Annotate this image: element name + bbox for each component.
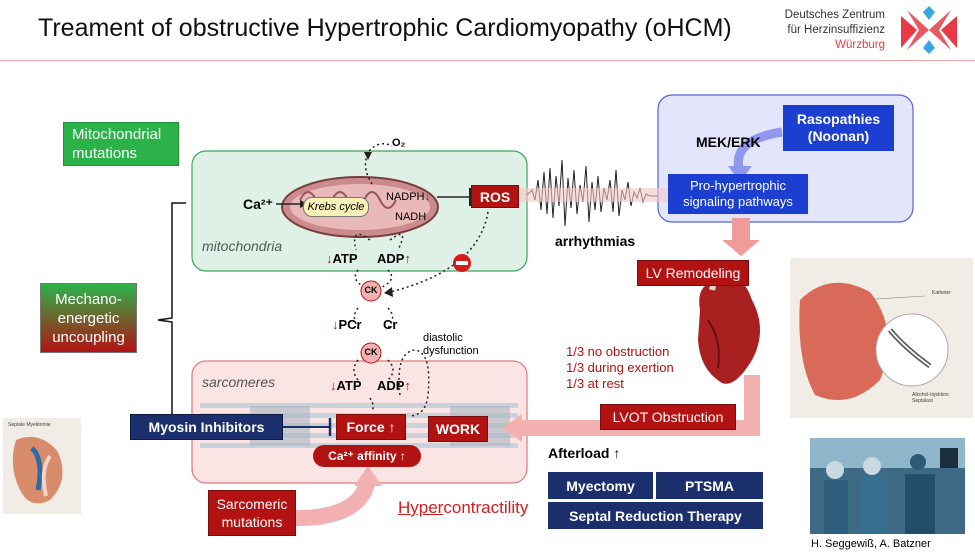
o2-label: O₂: [392, 137, 406, 149]
krebs-cycle-label: Krebs cycle: [303, 197, 369, 217]
afterload-label: Afterload ↑: [548, 445, 621, 461]
authors-credit: H. Seggewiß, A. Batzner: [811, 538, 931, 550]
nadph-label: NADPH↓: [386, 191, 430, 203]
septal-myectomy-image: [3, 418, 81, 514]
septal-reduction-box: Septal Reduction Therapy: [548, 502, 763, 529]
alkohol-caption: Alkohol-Injektion Septalast: [912, 392, 949, 404]
calcium-affinity-box: Ca²⁺ affinity ↑: [313, 445, 421, 467]
ros-signal-band: [520, 188, 668, 202]
up-arrow-icon: ↑: [404, 251, 411, 266]
bracket: [157, 202, 186, 438]
logo-line-2: für Herzinsuffizienz: [787, 24, 885, 36]
alcohol-septal-ablation-image: [790, 258, 973, 418]
pro-hypertrophic-box: Pro-hypertrophic signaling pathways: [668, 174, 808, 214]
calcium-label: Ca²⁺: [243, 196, 273, 212]
mitochondria-label: mitochondria: [202, 238, 283, 254]
ck-circle-upper: [360, 280, 382, 302]
nadph-text: NADPH: [386, 191, 425, 203]
logo-line-1: Deutsches Zentrum: [784, 9, 885, 21]
ck-lower-label: CK: [364, 347, 378, 357]
down-arrow-icon: ↓: [330, 378, 337, 393]
arrow-to-lv-remodeling: [732, 218, 750, 242]
up-arrow-icon: ↑: [404, 378, 411, 393]
atp-lower: ↓ATP: [330, 378, 362, 393]
cr-label: Cr: [383, 317, 398, 332]
myectomy-box: Myectomy: [548, 472, 653, 499]
lvot-obstruction-box: LVOT Obstruction: [600, 404, 736, 430]
lv-remodeling-box: LV Remodeling: [637, 260, 749, 286]
katheter-caption: Katheter: [932, 290, 951, 296]
atp-text: ATP: [336, 378, 362, 393]
force-box: Force ↑: [336, 414, 406, 440]
arrhythmias-label: arrhythmias: [555, 233, 636, 249]
hyper-prefix: Hyper: [398, 498, 444, 517]
ros-box: ROS: [471, 185, 519, 208]
arrow-sarcomeric: [289, 477, 376, 527]
down-arrow-icon: ↓: [326, 251, 333, 266]
stat-during-exertion: 1/3 during exertion: [566, 360, 674, 375]
diastolic-dysfunction-label: diastolic dysfunction: [423, 332, 479, 357]
rasopathies-box: Rasopathies (Noonan): [783, 105, 894, 151]
arrow-lvot-to-work: [520, 375, 760, 436]
stat-at-rest: 1/3 at rest: [566, 376, 624, 391]
adp-lower: ADP↑: [377, 378, 411, 393]
dzhi-logo-icon: [901, 6, 957, 54]
operating-room-photo: [810, 438, 965, 534]
atp-upper: ↓ATP: [326, 251, 358, 266]
ptsma-box: PTSMA: [656, 472, 763, 499]
institution-name: Deutsches Zentrum für Herzinsuffizienz W…: [735, 8, 885, 53]
hypercontractility-label: Hypercontractility: [398, 498, 528, 518]
mek-erk-label: MEK/ERK: [696, 134, 761, 150]
adp-upper: ADP↑: [377, 251, 411, 266]
myosin-inhibitors-box: Myosin Inhibitors: [130, 414, 283, 440]
work-box: WORK: [428, 416, 488, 442]
septale-myektomie-caption: Septale Myektomie: [8, 422, 51, 428]
down-arrow-icon: ↓: [332, 317, 339, 332]
obstruction-stats: 1/3 no obstruction 1/3 during exertion 1…: [566, 344, 674, 392]
pcr-label: ↓PCr: [332, 317, 362, 332]
slide-title: Treament of obstructive Hypertrophic Car…: [38, 14, 732, 42]
adp-text: ADP: [377, 378, 405, 393]
adp-text: ADP: [377, 251, 405, 266]
title-divider: [0, 60, 975, 61]
logo-line-3: Würzburg: [835, 39, 885, 51]
mitochondrial-mutations-box: Mitochondrial mutations: [63, 122, 179, 166]
sarcomeric-mutations-box: Sarcomeric mutations: [208, 490, 296, 536]
contractility-text: contractility: [443, 498, 529, 517]
ck-upper-label: CK: [364, 285, 378, 295]
stat-no-obstruction: 1/3 no obstruction: [566, 344, 670, 359]
ck-circle-lower: [360, 342, 382, 364]
heart-illustration: [698, 271, 760, 384]
pcr-text: PCr: [338, 317, 362, 332]
mechano-energetic-box: Mechano-energetic uncoupling: [40, 283, 137, 353]
nadh-label: NADH: [395, 211, 427, 223]
nadph-down-arrow: ↓: [424, 191, 431, 203]
sarcomeres-label: sarcomeres: [202, 374, 276, 390]
atp-text: ATP: [332, 251, 358, 266]
